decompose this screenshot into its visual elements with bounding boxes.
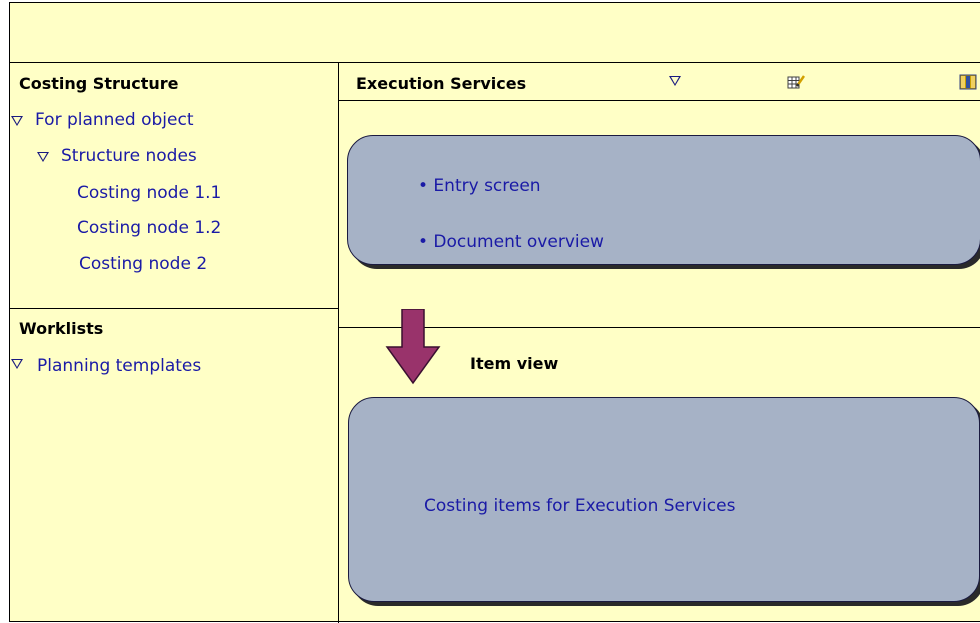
costing-structure-title: Costing Structure [19,74,179,93]
execution-services-title: Execution Services [356,74,527,93]
tree-item-label: Structure nodes [61,146,197,166]
costing-items-box: Costing items for Execution Services [348,397,980,602]
expand-triangle-icon[interactable] [37,152,49,162]
columns-icon[interactable] [959,74,977,90]
costing-items-link[interactable]: Costing items for Execution Services [424,496,736,516]
expand-triangle-icon[interactable] [11,359,23,369]
right-section-divider [338,327,980,328]
item-view-label: Item view [470,354,559,373]
header-divider [10,62,980,63]
left-section-divider [10,308,338,309]
tree-item-label: For planned object [35,110,194,130]
tree-item-costing-node-2[interactable]: Costing node 2 [79,254,208,274]
overview-box: • Entry screen • Document overview [347,135,980,265]
worklist-item-label: Planning templates [37,356,202,376]
entry-screen-link[interactable]: • Entry screen [418,176,541,196]
edit-table-icon[interactable] [787,74,805,90]
tree-item-costing-node-1-2[interactable]: Costing node 1.2 [77,218,222,238]
worklists-title: Worklists [19,319,104,338]
right-title-divider [338,100,980,101]
down-arrow-icon [385,309,441,385]
screen-frame: Costing Structure For planned object Str… [9,2,980,623]
expand-triangle-icon[interactable] [11,116,23,126]
panel-divider [338,62,339,623]
dropdown-triangle-icon[interactable] [669,76,681,86]
document-overview-link[interactable]: • Document overview [418,232,604,252]
tree-item-costing-node-1-1[interactable]: Costing node 1.1 [77,183,222,203]
